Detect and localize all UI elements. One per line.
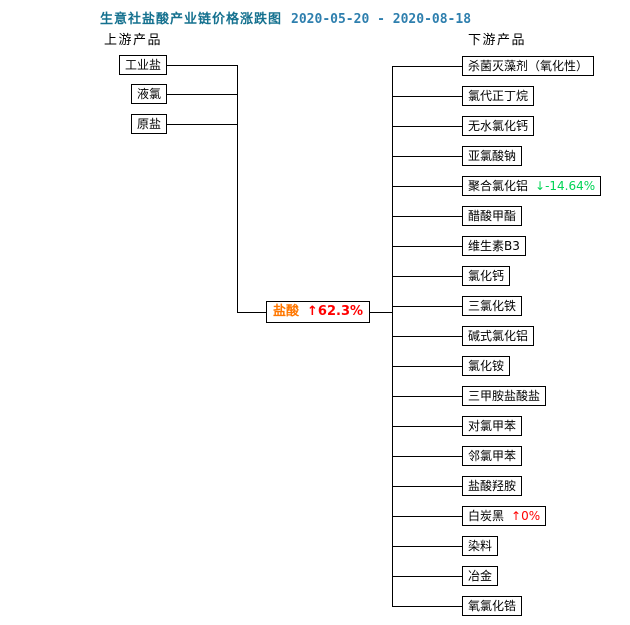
downstream-node[interactable]: 染料 xyxy=(462,536,499,556)
downstream-node[interactable]: 亚氯酸钠 xyxy=(462,146,523,166)
downstream-node-label: 氧氯化锆 xyxy=(468,599,517,613)
downstream-node[interactable]: 氯化钙 xyxy=(462,266,511,286)
downstream-node-label: 三氯化铁 xyxy=(468,299,517,313)
downstream-node[interactable]: 维生素B3 xyxy=(462,236,526,256)
upstream-node-label: 液氯 xyxy=(136,87,161,101)
downstream-node-label: 亚氯酸钠 xyxy=(468,149,517,163)
downstream-node[interactable]: 聚合氯化铝 ↓-14.64% xyxy=(462,176,602,196)
downstream-node-label: 邻氯甲苯 xyxy=(468,449,517,463)
upstream-node[interactable]: 液氯 xyxy=(130,84,167,104)
downstream-node-label: 氯化钙 xyxy=(468,269,505,283)
chart-date-range: 2020-05-20 - 2020-08-18 xyxy=(291,12,472,27)
downstream-node-label: 冶金 xyxy=(468,569,493,583)
up-arrow-icon: ↑ xyxy=(511,509,522,523)
downstream-node-change: ↓-14.64% xyxy=(535,179,596,193)
center-node-hydrochloric-acid[interactable]: 盐酸 ↑62.3% xyxy=(266,301,371,323)
upstream-node-label: 工业盐 xyxy=(124,58,161,72)
downstream-node[interactable]: 三氯化铁 xyxy=(462,296,523,316)
downstream-node-label: 碱式氯化铝 xyxy=(468,329,529,343)
downstream-node-label: 三甲胺盐酸盐 xyxy=(468,389,541,403)
downstream-node-label: 盐酸羟胺 xyxy=(468,479,517,493)
downstream-node-label: 白炭黑 xyxy=(468,509,505,523)
downstream-node[interactable]: 氯代正丁烷 xyxy=(462,86,535,106)
downstream-node[interactable]: 对氯甲苯 xyxy=(462,416,523,436)
downstream-node[interactable]: 无水氯化钙 xyxy=(462,116,535,136)
downstream-node[interactable]: 三甲胺盐酸盐 xyxy=(462,386,547,406)
downstream-node[interactable]: 氧氯化锆 xyxy=(462,596,523,616)
downstream-node[interactable]: 醋酸甲酯 xyxy=(462,206,523,226)
downstream-node-change: ↑0% xyxy=(511,509,541,523)
center-node-label: 盐酸 xyxy=(273,304,300,319)
downstream-header: 下游产品 xyxy=(468,33,527,48)
upstream-header: 上游产品 xyxy=(104,33,163,48)
downstream-node[interactable]: 白炭黑 ↑0% xyxy=(462,506,547,526)
chart-title-text: 生意社盐酸产业链价格涨跌图 xyxy=(100,12,283,27)
downstream-node-label: 氯化铵 xyxy=(468,359,505,373)
down-arrow-icon: ↓ xyxy=(535,179,546,193)
downstream-node-label: 杀菌灭藻剂（氧化性） xyxy=(468,59,589,73)
upstream-node[interactable]: 原盐 xyxy=(130,114,167,134)
upstream-node-label: 原盐 xyxy=(136,117,161,131)
downstream-node-label: 无水氯化钙 xyxy=(468,119,529,133)
downstream-node-label: 醋酸甲酯 xyxy=(468,209,517,223)
downstream-node-label: 染料 xyxy=(468,539,493,553)
downstream-node[interactable]: 邻氯甲苯 xyxy=(462,446,523,466)
downstream-node-label: 氯代正丁烷 xyxy=(468,89,529,103)
downstream-node[interactable]: 氯化铵 xyxy=(462,356,511,376)
downstream-node-label: 对氯甲苯 xyxy=(468,419,517,433)
downstream-node[interactable]: 杀菌灭藻剂（氧化性） xyxy=(462,56,595,76)
up-arrow-icon: ↑ xyxy=(307,304,318,319)
downstream-node-label: 聚合氯化铝 xyxy=(468,179,529,193)
downstream-node[interactable]: 冶金 xyxy=(462,566,499,586)
downstream-node[interactable]: 碱式氯化铝 xyxy=(462,326,535,346)
center-node-change: ↑62.3% xyxy=(307,304,364,319)
downstream-node-label: 维生素B3 xyxy=(468,239,520,253)
upstream-node[interactable]: 工业盐 xyxy=(118,55,167,75)
downstream-node[interactable]: 盐酸羟胺 xyxy=(462,476,523,496)
page-title: 生意社盐酸产业链价格涨跌图 2020-05-20 - 2020-08-18 xyxy=(100,8,471,27)
